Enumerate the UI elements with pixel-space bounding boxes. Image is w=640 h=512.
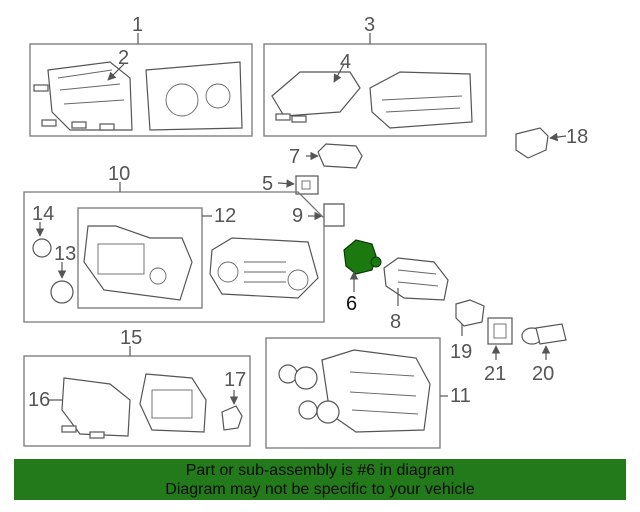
knob-14	[32, 238, 52, 258]
climate-panel	[321, 349, 431, 433]
part-19: 19	[450, 299, 485, 363]
group-box-11: 11	[265, 337, 471, 449]
meter-housing	[145, 61, 243, 131]
part-6-highlighted: 6	[343, 239, 382, 315]
callout-12: 12	[214, 205, 236, 227]
knob-11d	[316, 400, 340, 424]
parts-diagram: 1 2 3 4 18 7	[23, 14, 588, 449]
callout-13: 13	[54, 243, 76, 265]
heater-control-unit	[209, 237, 319, 299]
display-bezel	[61, 377, 131, 437]
meter-lens	[47, 61, 133, 131]
callout-7: 7	[289, 146, 300, 168]
group-box-10: 10 12 14 13	[23, 163, 325, 323]
callout-20: 20	[532, 363, 554, 385]
callout-11: 11	[450, 385, 471, 407]
group-box-15: 15 16 17	[23, 327, 251, 447]
callout-18: 18	[566, 126, 588, 148]
callout-8: 8	[390, 311, 401, 333]
meter-lens-alt	[271, 71, 361, 117]
display-unit	[139, 373, 207, 433]
part-5: 5	[262, 173, 319, 195]
banner-line-1: Part or sub-assembly is #6 in diagram	[185, 462, 455, 479]
callout-9: 9	[292, 205, 303, 227]
callout-5: 5	[262, 173, 273, 195]
part-21: 21	[484, 317, 513, 385]
callout-6: 6	[346, 293, 357, 315]
knob-11c	[298, 400, 318, 420]
meter-housing-alt	[369, 71, 473, 129]
callout-15: 15	[120, 327, 142, 349]
part-20: 20	[521, 323, 567, 385]
callout-19: 19	[450, 341, 472, 363]
callout-16: 16	[28, 389, 50, 411]
part-18: 18	[515, 126, 588, 159]
callout-3: 3	[364, 14, 375, 36]
callout-21: 21	[484, 363, 506, 385]
part-7: 7	[289, 143, 363, 169]
group-box-1: 1 2	[29, 14, 253, 137]
callout-4: 4	[340, 51, 351, 73]
control-panel-bezel	[83, 225, 193, 301]
part-17	[221, 405, 243, 431]
callout-2: 2	[118, 47, 129, 69]
knob-11a	[278, 364, 298, 384]
knob-13	[50, 280, 74, 304]
callout-17: 17	[224, 369, 246, 391]
callout-10: 10	[108, 163, 130, 185]
group-box-3: 3 4	[263, 14, 487, 137]
callout-1: 1	[132, 14, 143, 36]
part-9: 9	[292, 203, 345, 227]
knob-11b	[294, 366, 318, 390]
banner-line-2: Diagram may not be specific to your vehi…	[165, 481, 475, 498]
part-8: 8	[383, 257, 449, 333]
callout-14: 14	[32, 203, 54, 225]
info-banner: Part or sub-assembly is #6 in diagram Di…	[14, 459, 626, 500]
